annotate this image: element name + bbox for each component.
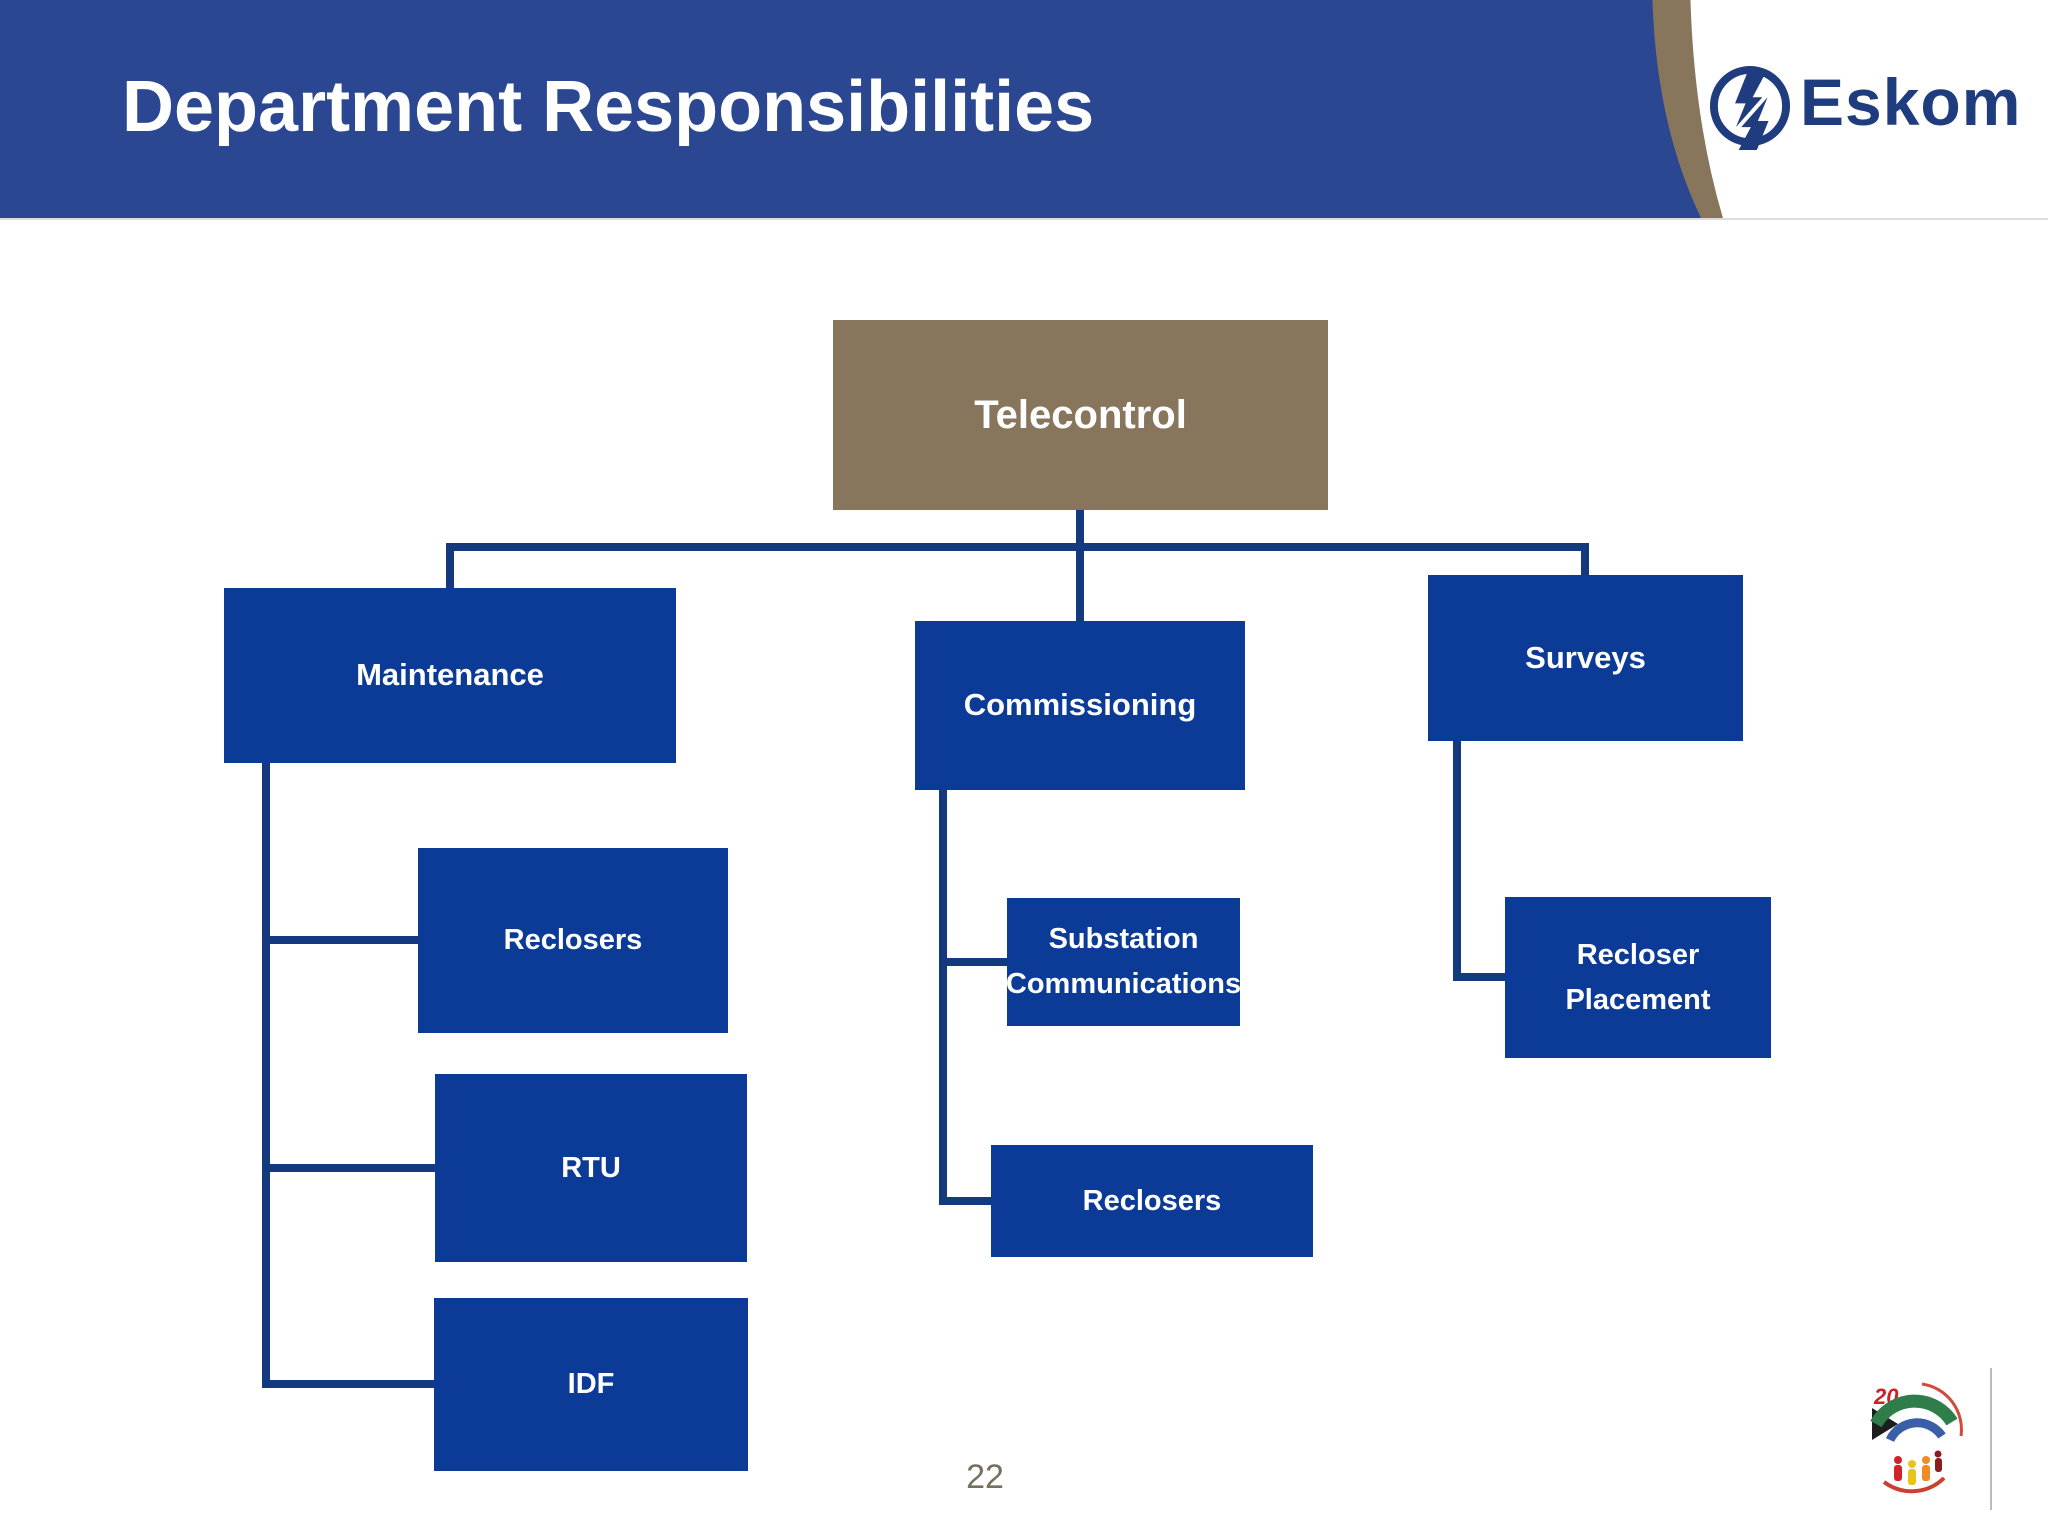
org-box-idf: IDF	[434, 1298, 748, 1471]
connector-branch-rtu	[262, 1164, 437, 1172]
connector-branch-recloser-placement	[1453, 973, 1508, 981]
header-divider	[0, 218, 2048, 220]
org-box-maintenance: Maintenance	[224, 588, 676, 763]
org-box-commissioning: Commissioning	[915, 621, 1245, 790]
org-box-reclosers-maintenance: Reclosers	[418, 848, 728, 1033]
org-box-substation-communications: Substation Communications	[1006, 898, 1241, 1026]
connector-branch-idf	[262, 1380, 437, 1388]
connector-distribution-line	[446, 543, 1589, 551]
connector-branch-substation	[939, 958, 1009, 966]
org-box-recloser-placement: Recloser Placement	[1505, 897, 1771, 1058]
org-box-reclosers-commissioning: Reclosers	[991, 1145, 1313, 1257]
org-box-rtu: RTU	[435, 1074, 747, 1262]
twenty-years-badge-icon: 20	[1870, 1382, 1963, 1494]
eskom-logo: Eskom	[1706, 62, 2020, 158]
connector-drop-surveys	[1581, 543, 1589, 578]
connector-surveys-trunk	[1453, 741, 1461, 981]
page-number: 22	[966, 1458, 1004, 1496]
connector-branch-reclosers-1	[262, 936, 420, 944]
org-box-surveys: Surveys	[1428, 575, 1743, 741]
org-box-telecontrol: Telecontrol	[833, 320, 1328, 510]
connector-drop-maintenance	[446, 543, 454, 591]
footer-divider-line	[1990, 1368, 1992, 1510]
eskom-wordmark: Eskom	[1800, 65, 2022, 139]
slide-title: Department Responsibilities	[122, 67, 1095, 147]
connector-telecontrol-commissioning	[1076, 510, 1084, 621]
connector-commissioning-trunk	[939, 790, 947, 1205]
connector-branch-reclosers-2	[939, 1197, 994, 1205]
slide-header: Department Responsibilities Eskom	[0, 0, 2048, 218]
eskom-emblem-icon	[1709, 65, 1791, 152]
header-corner-decoration	[1652, 0, 2048, 218]
connector-maintenance-trunk	[262, 763, 270, 1388]
